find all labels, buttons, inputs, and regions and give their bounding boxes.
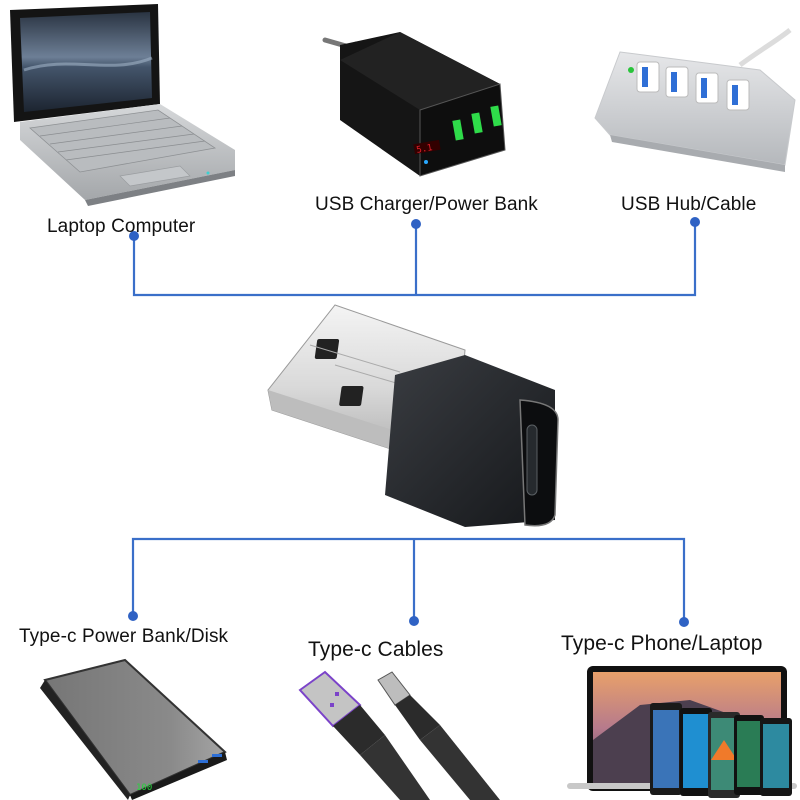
node-dot-charger <box>411 219 421 229</box>
label-type-c-cables: Type-c Cables <box>308 638 444 661</box>
label-usb-charger-power-bank: USB Charger/Power Bank <box>315 194 538 215</box>
node-dot-laptop <box>129 231 139 241</box>
label-type-c-power-bank-disk: Type-c Power Bank/Disk <box>19 626 229 647</box>
bottom-connector-bus <box>131 537 686 622</box>
top-connector-bus <box>132 222 697 297</box>
node-dot-phones <box>679 617 689 627</box>
power-bank-display: 100 <box>136 783 152 793</box>
svg-text:5.1: 5.1 <box>416 143 434 156</box>
label-laptop-computer: Laptop Computer <box>47 216 196 237</box>
node-dot-powerbank <box>128 611 138 621</box>
label-usb-hub-cable: USB Hub/Cable <box>621 194 757 215</box>
node-dot-hub <box>690 217 700 227</box>
label-type-c-phone-laptop: Type-c Phone/Laptop <box>561 632 763 655</box>
node-dot-cables <box>409 616 419 626</box>
